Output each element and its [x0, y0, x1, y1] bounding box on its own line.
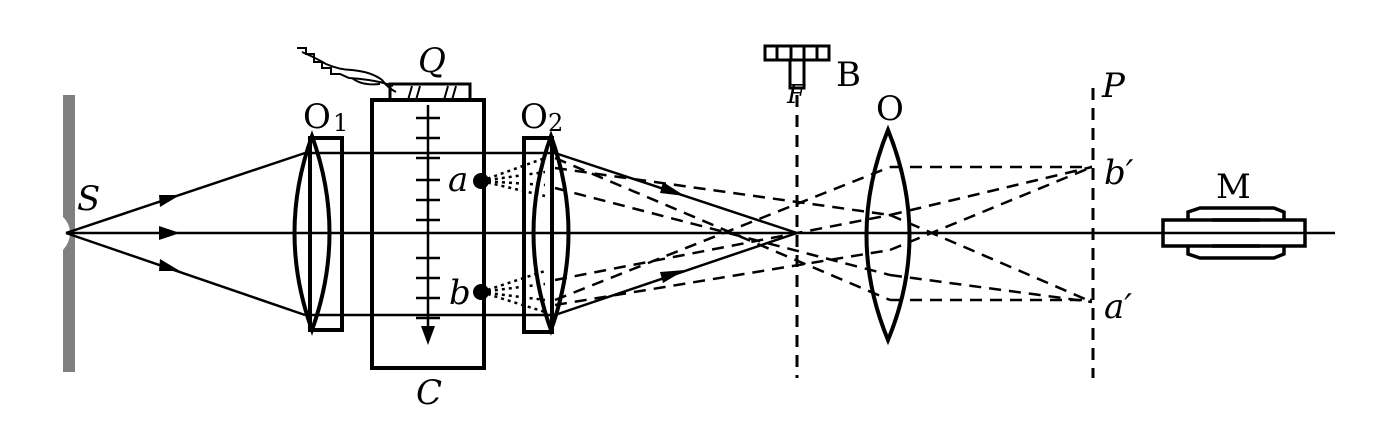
label-m: M — [1216, 167, 1251, 207]
q-block — [388, 82, 472, 102]
scale-arrow — [421, 326, 435, 345]
ray-upper — [65, 151, 306, 235]
source-q — [297, 47, 472, 102]
arrow-lower — [159, 259, 180, 271]
wire-2 — [301, 51, 397, 93]
label-b: b — [449, 273, 471, 313]
arrow-axis — [159, 226, 180, 240]
label-f: F — [786, 80, 806, 110]
arrow-upper — [159, 195, 180, 207]
ray-lower — [65, 231, 306, 317]
lens-o2 — [522, 130, 571, 336]
label-o1: O — [303, 97, 331, 137]
label-o2-sub: 2 — [548, 109, 563, 137]
focal-plane-f — [763, 44, 831, 378]
lens-o1 — [292, 130, 344, 336]
scattered-rays — [480, 156, 546, 314]
screen-upper — [63, 95, 75, 217]
lens-o-shape — [864, 124, 912, 346]
parallel-beam — [305, 151, 555, 317]
lens-o2-mount — [522, 136, 554, 334]
label-o1-sub: 1 — [333, 109, 348, 137]
label-q: Q — [418, 41, 446, 81]
label-b-diaphragm: B — [836, 55, 861, 95]
scale-ticks — [416, 116, 440, 320]
source-rays — [65, 151, 306, 317]
ray-arrows — [159, 195, 180, 271]
label-c: C — [416, 373, 442, 413]
eyepiece-m — [1161, 206, 1307, 260]
source-screen — [63, 95, 75, 372]
beam-arrows — [660, 182, 685, 283]
wire-3 — [351, 77, 381, 86]
label-a: a — [448, 160, 468, 200]
label-s: S — [77, 179, 100, 219]
label-o2: O — [520, 97, 548, 137]
lens-o1-mount — [308, 136, 344, 332]
wire-1 — [297, 47, 394, 87]
screen-lower — [63, 250, 75, 372]
label-o: O — [876, 89, 904, 129]
diaphragm-b — [763, 44, 831, 90]
imaging-rays — [554, 156, 1093, 307]
lens-o — [864, 124, 912, 346]
label-b-prime: b′ — [1104, 153, 1134, 193]
label-a-prime: a′ — [1104, 287, 1132, 327]
slit-edge — [63, 217, 75, 250]
label-p: P — [1101, 66, 1126, 106]
